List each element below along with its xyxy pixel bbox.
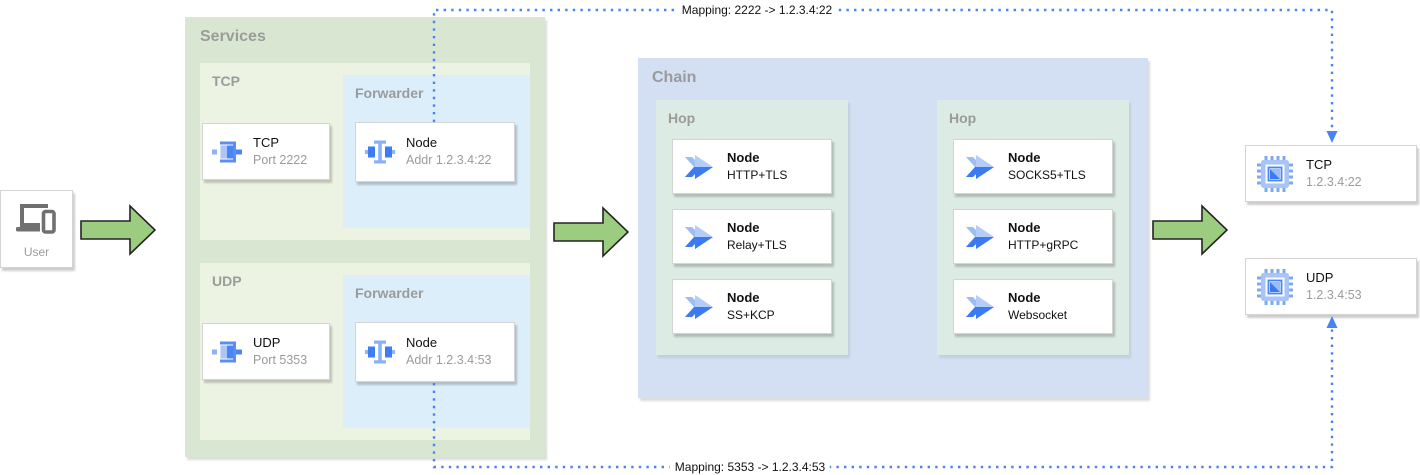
node-protocol: HTTP+gRPC — [1008, 238, 1079, 253]
node-title: Node — [727, 219, 760, 235]
chain-node-card: Node SS+KCP — [672, 279, 832, 334]
node-title: Node — [406, 135, 438, 151]
service-port: Port 5353 — [253, 352, 308, 367]
services-container: Services TCP Forwarder — [185, 17, 545, 457]
tcp-zone-title: TCP — [212, 73, 240, 89]
fast-forward-icon — [963, 290, 997, 324]
chain-title: Chain — [652, 69, 697, 86]
node-protocol: Websocket — [1008, 308, 1068, 323]
udp-forwarder-zone: Forwarder Node — [343, 275, 530, 428]
target-card-tcp: TCP 1.2.3.4:22 — [1245, 145, 1417, 202]
chain-node-card: Node Websocket — [953, 279, 1113, 334]
forwarder-zone-title: Forwarder — [355, 85, 424, 101]
connector-icon — [365, 339, 395, 365]
connector-icon — [365, 139, 395, 165]
hop-title: Hop — [949, 110, 977, 126]
forwarder-zone-title: Forwarder — [355, 285, 424, 301]
fast-forward-icon — [963, 150, 997, 184]
flow-arrow-services-to-chain — [553, 206, 629, 258]
target-addr: 1.2.3.4:53 — [1306, 287, 1362, 302]
tcp-service-zone: TCP Forwarder — [200, 63, 530, 240]
chain-node-card: Node SOCKS5+TLS — [953, 139, 1113, 194]
udp-service-zone: UDP Forwarder — [200, 263, 530, 440]
target-card-udp: UDP 1.2.3.4:53 — [1245, 258, 1417, 315]
hop-zone-1: Hop Node HTTP+TLS — [656, 100, 848, 355]
node-protocol: HTTP+TLS — [727, 168, 788, 183]
fast-forward-icon — [963, 220, 997, 254]
node-addr: Addr 1.2.3.4:53 — [406, 353, 492, 368]
arrowhead-up-icon — [1326, 316, 1338, 328]
node-title: Node — [406, 335, 438, 351]
node-protocol: SS+KCP — [727, 308, 775, 323]
target-addr: 1.2.3.4:22 — [1306, 174, 1362, 189]
udp-zone-title: UDP — [212, 273, 242, 289]
flow-arrow-chain-to-targets — [1152, 204, 1228, 256]
node-addr: Addr 1.2.3.4:22 — [406, 153, 492, 168]
service-title: TCP — [253, 134, 279, 150]
target-title: UDP — [1306, 269, 1334, 285]
chain-node-card: Node Relay+TLS — [672, 209, 832, 264]
user-label: User — [23, 245, 50, 259]
node-title: Node — [1008, 219, 1041, 235]
tcp-forwarder-zone: Forwarder Node — [343, 75, 530, 228]
node-title: Node — [727, 289, 760, 305]
chain-node-card: Node HTTP+gRPC — [953, 209, 1113, 264]
node-protocol: Relay+TLS — [727, 238, 787, 253]
node-protocol: SOCKS5+TLS — [1008, 168, 1086, 183]
forwarder-node-card-udp: Node Addr 1.2.3.4:53 — [355, 322, 515, 382]
node-title: Node — [1008, 289, 1041, 305]
laptop-phone-icon — [14, 199, 60, 244]
fast-forward-icon — [682, 150, 716, 184]
socket-icon — [212, 139, 242, 165]
hop-title: Hop — [668, 110, 696, 126]
service-port: Port 2222 — [253, 152, 308, 167]
mapping-label-top: Mapping: 2222 -> 1.2.3.4:22 — [676, 3, 838, 17]
service-card-udp: UDP Port 5353 — [202, 323, 330, 380]
chain-node-card: Node HTTP+TLS — [672, 139, 832, 194]
node-title: Node — [1008, 149, 1041, 165]
target-title: TCP — [1306, 156, 1332, 172]
service-card-tcp: TCP Port 2222 — [202, 123, 330, 180]
socket-icon — [212, 339, 242, 365]
user-card: User — [0, 190, 73, 268]
flow-arrow-user-to-services — [80, 204, 156, 256]
chip-icon — [1255, 154, 1295, 194]
node-title: Node — [727, 149, 760, 165]
hop-zone-2: Hop Node SOCKS5+TLS — [937, 100, 1129, 355]
fast-forward-icon — [682, 220, 716, 254]
chain-container: Chain Hop Node HTTP+TLS — [638, 58, 1148, 398]
fast-forward-icon — [682, 290, 716, 324]
mapping-label-bottom: Mapping: 5353 -> 1.2.3.4:53 — [669, 460, 831, 474]
service-title: UDP — [253, 334, 281, 350]
arrowhead-down-icon — [1326, 131, 1338, 143]
chip-icon — [1255, 267, 1295, 307]
forwarder-node-card-tcp: Node Addr 1.2.3.4:22 — [355, 122, 515, 182]
services-title: Services — [200, 28, 266, 45]
